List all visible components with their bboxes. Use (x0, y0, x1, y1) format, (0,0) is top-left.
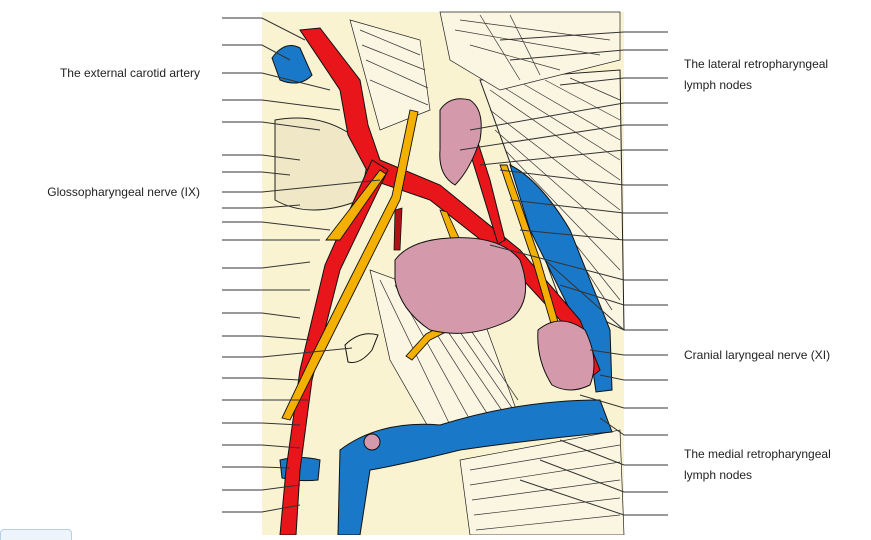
label-external-carotid-artery: The external carotid artery (20, 66, 200, 81)
leader-line-left-21 (222, 467, 290, 468)
label-medial-nodes-line1: The medial retropharyngeal (684, 447, 831, 462)
label-cranial-laryngeal-nerve: Cranial laryngeal nerve (XI) (684, 348, 830, 363)
vessel-cross-section (364, 434, 380, 450)
label-glossopharyngeal-nerve: Glossopharyngeal nerve (IX) (4, 185, 200, 200)
label-medial-nodes-line2: lymph nodes (684, 468, 752, 483)
label-lateral-nodes-line1: The lateral retropharyngeal (684, 57, 828, 72)
label-lateral-nodes-line2: lymph nodes (684, 78, 752, 93)
